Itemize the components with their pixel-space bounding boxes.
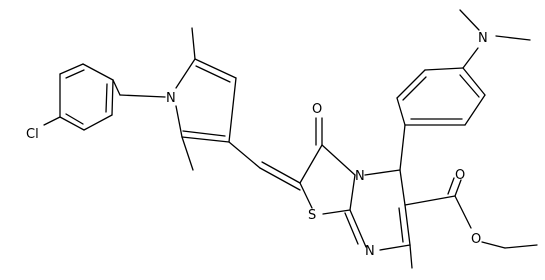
bond — [182, 130, 226, 137]
bond — [175, 105, 183, 138]
bond — [299, 182, 313, 209]
carbonyl-oxygen-label: O — [455, 168, 465, 183]
bond — [349, 174, 356, 211]
bond — [111, 79, 114, 116]
bond — [191, 27, 196, 60]
bond — [462, 67, 486, 96]
bond — [462, 47, 479, 69]
bond — [504, 244, 538, 249]
pyrrole-nitrogen-label: N — [166, 91, 176, 106]
bond — [404, 195, 456, 206]
thiazole-sulfur-label: S — [308, 208, 316, 223]
ring-nitrogen-label: N — [365, 244, 375, 259]
bond — [379, 244, 411, 251]
bond — [399, 169, 406, 206]
bond — [65, 113, 84, 125]
bond — [59, 116, 85, 131]
bond — [119, 94, 166, 98]
bond — [409, 244, 413, 269]
bond — [259, 167, 301, 191]
bond — [399, 124, 406, 171]
bond — [364, 169, 401, 176]
bond — [65, 69, 85, 79]
amine-nitrogen-label: N — [478, 31, 488, 46]
bond — [195, 65, 231, 83]
bond-lines — [43, 9, 538, 269]
bond — [481, 241, 506, 249]
bond — [454, 179, 462, 197]
bond — [402, 76, 427, 101]
bridgehead-nitrogen-label: N — [355, 169, 365, 184]
bond — [344, 212, 359, 245]
bond — [447, 177, 455, 195]
bond — [424, 67, 464, 71]
bond — [299, 144, 323, 184]
bond — [181, 136, 230, 143]
bond — [228, 141, 261, 169]
bond — [82, 63, 114, 81]
bond — [495, 35, 531, 41]
bond — [261, 161, 301, 184]
ester-oxygen-label: O — [471, 232, 481, 247]
bond — [321, 144, 356, 176]
bond — [396, 97, 406, 126]
bond — [464, 94, 486, 126]
ketone-oxygen-label: O — [312, 102, 322, 117]
bond — [404, 204, 411, 246]
bond — [349, 209, 367, 248]
bond — [322, 209, 351, 215]
bond — [228, 77, 237, 143]
chlorine-atom-label: Cl — [26, 127, 39, 142]
bond — [454, 195, 472, 229]
atom-labels: Cl N S O N N O O N — [26, 31, 488, 259]
bond — [396, 69, 426, 99]
bond — [459, 74, 480, 98]
bond — [194, 58, 237, 79]
bond — [459, 9, 480, 31]
bond — [43, 116, 61, 126]
bond — [398, 207, 404, 243]
bond — [175, 58, 196, 89]
bond — [181, 136, 194, 171]
bond — [105, 83, 108, 113]
bond — [59, 63, 84, 75]
bond — [112, 79, 121, 96]
bond — [83, 114, 113, 131]
